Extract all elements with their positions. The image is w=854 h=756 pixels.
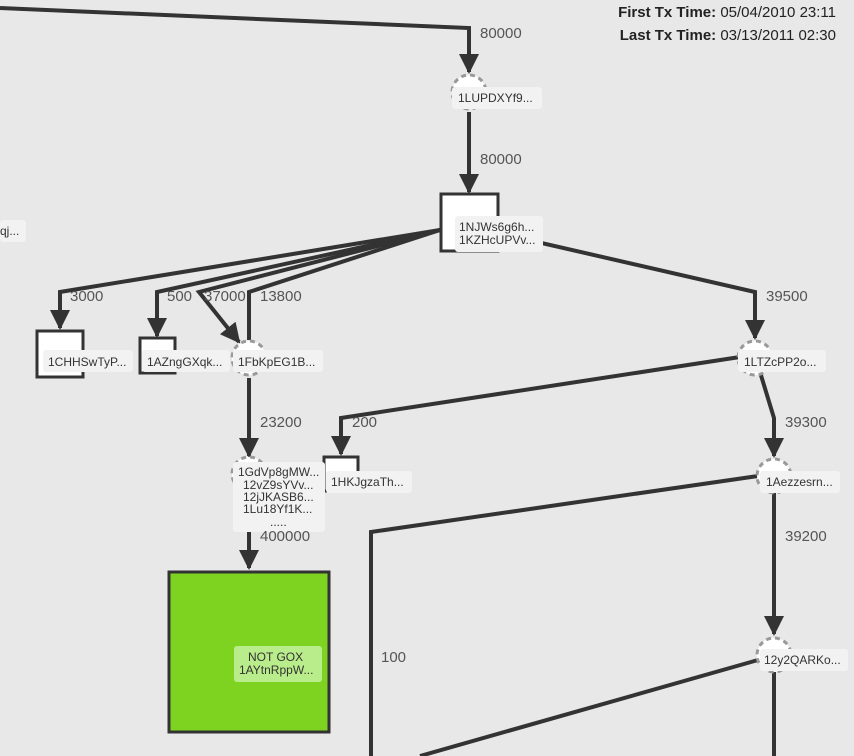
edge-n2-to-n4[interactable] bbox=[147, 228, 441, 338]
edge-n6-to-n8[interactable] bbox=[331, 355, 741, 456]
node-n9-label: 1Aezzesrn... bbox=[766, 475, 833, 489]
edge-label-n2-n5b: 13800 bbox=[260, 288, 302, 305]
edge-label-n2-n4: 500 bbox=[167, 288, 192, 305]
edge-label-n5-n7: 23200 bbox=[260, 414, 302, 431]
first-tx-value: 05/04/2010 23:11 bbox=[720, 4, 836, 21]
first-tx-time: First Tx Time: 05/04/2010 23:11 bbox=[618, 4, 836, 21]
node-n10-label-2: 1AYtnRppW... bbox=[239, 663, 313, 677]
node-n7-label-4: 1Lu18Yf1K... bbox=[243, 502, 312, 516]
node-n5-label: 1FbKpEG1B... bbox=[238, 355, 315, 369]
edge-label-n6-n9: 39300 bbox=[785, 414, 827, 431]
edge-n9-to-low[interactable] bbox=[369, 474, 759, 756]
node-n7-label-1: 1GdVp8gMW... bbox=[238, 465, 319, 479]
node-n8-label: 1HKJgzaTh... bbox=[331, 475, 404, 489]
node-n3-label: 1CHHSwTyP... bbox=[48, 355, 126, 369]
node-n7-label-5: ..... bbox=[270, 515, 287, 529]
node-left-label: qj... bbox=[0, 224, 19, 238]
edge-n2-to-n3[interactable] bbox=[50, 228, 441, 330]
edge-n2-to-n6[interactable] bbox=[497, 231, 765, 340]
node-n4-label: 1AZngGXqk... bbox=[147, 355, 222, 369]
edge-n2-to-n5a[interactable] bbox=[195, 228, 441, 344]
edge-label-n2-n3: 3000 bbox=[70, 288, 103, 305]
node-n1-label: 1LUPDXYf9... bbox=[458, 91, 533, 105]
edge-label-n1-n2: 80000 bbox=[480, 151, 522, 168]
edge-label-n7-n10: 400000 bbox=[260, 528, 310, 545]
edge-label-n9-n11: 39200 bbox=[785, 528, 827, 545]
edge-label-n2-n6: 39500 bbox=[766, 288, 808, 305]
last-tx-time: Last Tx Time: 03/13/2011 02:30 bbox=[620, 27, 836, 44]
last-tx-value: 03/13/2011 02:30 bbox=[720, 27, 836, 44]
edge-n6-to-n9[interactable] bbox=[758, 371, 784, 458]
edge-n2-to-n5b[interactable] bbox=[247, 228, 441, 340]
node-n11-label: 12y2QARKo... bbox=[764, 653, 841, 667]
node-n10-label-1: NOT GOX bbox=[248, 650, 303, 664]
first-tx-label: First Tx Time: bbox=[618, 4, 717, 21]
edge-label-top: 80000 bbox=[480, 25, 522, 42]
edge-label-n2-n5a: 37000 bbox=[204, 288, 246, 305]
node-n2-label-2: 1KZHcUPVv... bbox=[459, 233, 535, 247]
edge-label-n6-n8: 200 bbox=[352, 414, 377, 431]
last-tx-label: Last Tx Time: bbox=[619, 27, 717, 44]
edge-label-n9-low: 100 bbox=[381, 649, 406, 666]
node-n7-label-2: 12vZ9sYVv... bbox=[243, 478, 313, 492]
node-n7-label-3: 12jJKASB6... bbox=[243, 490, 314, 504]
edge-n11-to-low[interactable] bbox=[419, 658, 759, 756]
node-n2-label-1: 1NJWs6g6h... bbox=[459, 220, 534, 234]
edge-top-to-n1[interactable] bbox=[0, 6, 479, 74]
node-n6-label: 1LTZcPP2o... bbox=[744, 355, 816, 369]
